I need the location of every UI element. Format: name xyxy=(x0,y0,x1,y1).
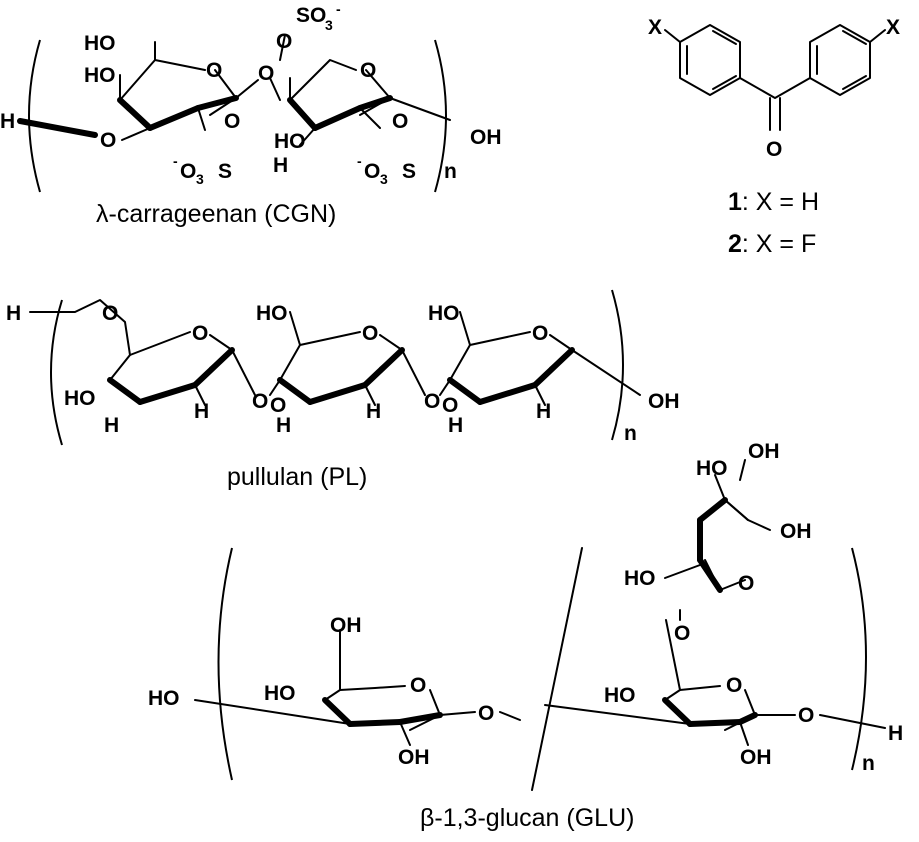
atom-ho-top-d: HO xyxy=(624,567,656,590)
atom-ho-plB-top: HO xyxy=(256,302,288,325)
atom-o-ring2: O xyxy=(360,59,376,82)
atom-so3-top: SO xyxy=(296,4,326,27)
atom-h-cgn: H xyxy=(0,110,15,133)
atom-o-link1: O xyxy=(100,129,116,152)
atom-o-ringB: O xyxy=(362,322,378,345)
atom-o-glyco: O xyxy=(258,62,274,85)
atom-o-plC: O xyxy=(442,394,458,417)
glucan-structure xyxy=(194,459,886,791)
caption-glu: β-1,3-glucan (GLU) xyxy=(420,804,634,832)
atom-h-plB2: H xyxy=(366,400,381,423)
paren-right-pl xyxy=(611,289,624,441)
atom-s-2: S xyxy=(402,160,416,183)
atom-o3-2: O xyxy=(364,160,380,183)
atom-o-glu-link: O xyxy=(478,702,494,725)
atom-ho-2: HO xyxy=(84,64,116,87)
atom-o-glu-ring1: O xyxy=(410,674,426,697)
compound-2-label: 2: X = F xyxy=(728,230,816,258)
atom-ho-1: HO xyxy=(84,32,116,55)
atom-oh-glu-1: OH xyxy=(398,746,430,769)
atom-o-glu-ring2: O xyxy=(726,674,742,697)
atom-ho-3: HO xyxy=(274,130,306,153)
atom-oh-glu-top: OH xyxy=(330,614,362,637)
atom-ho-glu-end: HO xyxy=(148,687,180,710)
atom-o-carbonyl: O xyxy=(766,138,782,161)
atom-h-glu: H xyxy=(888,722,903,745)
atom-o-ring1: O xyxy=(206,59,222,82)
atom-s-1: S xyxy=(218,160,232,183)
charge-minus-top: - xyxy=(336,1,341,17)
atom-x-right: X xyxy=(886,16,900,39)
paren-right-cgn xyxy=(434,39,447,193)
atom-h-plC: H xyxy=(448,414,463,437)
compound-1-label: 1: X = H xyxy=(728,188,819,216)
atom-h-plB: H xyxy=(276,414,291,437)
atom-n-glu: n xyxy=(862,752,875,775)
atom-o-plB: O xyxy=(270,394,286,417)
atom-ho-top-a: HO xyxy=(696,457,728,480)
atom-oh-top-c: OH xyxy=(780,520,812,543)
sub-three-1: 3 xyxy=(196,171,204,187)
atom-ho-glu-right: HO xyxy=(604,684,636,707)
atom-o-sulf1: O xyxy=(224,110,240,133)
compound-2-text: : X = F xyxy=(742,230,816,258)
atom-h-3: H xyxy=(273,154,288,177)
atom-ho-plC-top: HO xyxy=(428,302,460,325)
paren-left-glu xyxy=(217,547,233,781)
atom-oh-top-b: OH xyxy=(748,440,780,463)
benzophenone-structure xyxy=(664,24,886,131)
atom-oh-cgn: OH xyxy=(470,126,502,149)
atom-h-pl: H xyxy=(6,302,21,325)
atom-o-pl-top: O xyxy=(102,302,118,325)
charge-minus-2: - xyxy=(357,153,362,169)
atom-o-ringA: O xyxy=(192,322,208,345)
atom-o-top-ring: O xyxy=(738,572,754,595)
caption-cgn: λ-carrageenan (CGN) xyxy=(96,200,336,228)
atom-ho-glu-left: HO xyxy=(264,682,296,705)
atom-h-plC2: H xyxy=(536,400,551,423)
sub-three-top: 3 xyxy=(325,17,333,33)
atom-o-linkB: O xyxy=(424,390,440,413)
paren-right-glu xyxy=(851,547,867,771)
atom-h-plA2: H xyxy=(194,400,209,423)
compound-2-number: 2 xyxy=(728,230,742,258)
atom-o-linkA: O xyxy=(252,390,268,413)
charge-minus-1: - xyxy=(173,153,178,169)
atom-o3-1: O xyxy=(180,160,196,183)
atom-o-branch: O xyxy=(674,622,690,645)
atom-oh-pl: OH xyxy=(648,390,680,413)
caption-pl: pullulan (PL) xyxy=(227,463,367,491)
atom-h-plA: H xyxy=(104,414,119,437)
atom-o-ringC: O xyxy=(532,322,548,345)
pullulan-structure xyxy=(29,289,641,446)
atom-n-pl: n xyxy=(624,422,637,445)
atom-n-cgn: n xyxy=(444,160,457,183)
atom-o-sulf2: O xyxy=(392,110,408,133)
atom-x-left: X xyxy=(648,16,662,39)
atom-ho-plA: HO xyxy=(64,387,96,410)
carrageenan-structure xyxy=(17,34,451,193)
compound-1-number: 1 xyxy=(728,188,742,216)
paren-left-pl xyxy=(50,299,63,446)
slash-separator xyxy=(531,547,583,791)
compound-1-text: : X = H xyxy=(742,188,819,216)
atom-o-glu-link2: O xyxy=(798,704,814,727)
atom-oh-glu-2: OH xyxy=(740,746,772,769)
sub-three-2: 3 xyxy=(380,171,388,187)
atom-o-sulf-top: O xyxy=(276,30,292,53)
paren-left-cgn xyxy=(28,39,41,193)
